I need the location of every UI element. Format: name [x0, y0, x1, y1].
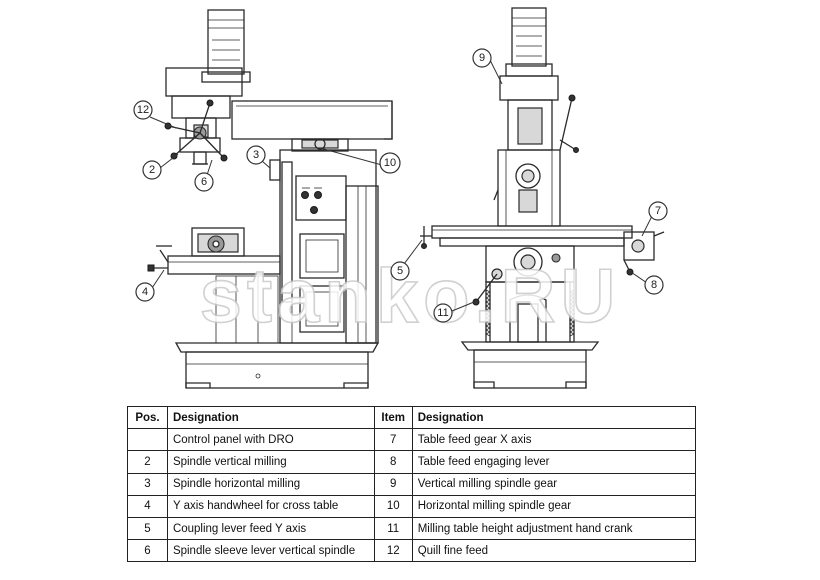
callout-2-label: 2 [149, 164, 155, 176]
pos-cell: 3 [127, 472, 168, 496]
designation-right-cell: Horizontal milling spindle gear [411, 494, 697, 518]
designation-right-header: Designation [411, 405, 697, 430]
item-cell: 8 [373, 450, 413, 474]
designation-right-cell: Table feed gear X axis [411, 428, 697, 452]
callout-7-label: 7 [655, 205, 661, 217]
callout-7: 7 [648, 201, 668, 221]
parts-legend-table: Pos. Designation Item Designation Contro… [127, 405, 697, 563]
designation-left-cell: Spindle horizontal milling [166, 472, 375, 496]
item-cell: 7 [373, 428, 413, 452]
designation-right-cell: Vertical milling spindle gear [411, 472, 697, 496]
callout-11: 11 [433, 303, 453, 323]
callout-4: 4 [135, 282, 155, 302]
item-header: Item [373, 405, 413, 430]
pos-header: Pos. [127, 405, 168, 430]
table-row: 5 Coupling lever feed Y axis 11 Milling … [127, 516, 697, 541]
designation-right-cell: Milling table height adjustment hand cra… [411, 516, 697, 541]
designation-right-cell: Quill fine feed [411, 539, 697, 563]
machine-drawing: stanko.RU 12 2 6 3 10 4 9 7 [133, 7, 668, 389]
callout-5-label: 5 [397, 265, 403, 277]
table-row: 3 Spindle horizontal milling 9 Vertical … [127, 472, 697, 496]
callout-6: 6 [194, 172, 214, 192]
callout-9: 9 [472, 48, 492, 68]
callout-2: 2 [142, 160, 162, 180]
table-row: 2 Spindle vertical milling 8 Table feed … [127, 450, 697, 474]
designation-left-cell: Spindle vertical milling [166, 450, 375, 474]
callout-8: 8 [644, 275, 664, 295]
callout-8-label: 8 [651, 279, 657, 291]
callout-3: 3 [246, 145, 266, 165]
callout-12-label: 12 [137, 104, 149, 116]
designation-left-cell: Y axis handwheel for cross table [166, 494, 375, 518]
designation-left-cell: Spindle sleeve lever vertical spindle [166, 539, 375, 563]
callout-3-label: 3 [253, 149, 259, 161]
callout-6-label: 6 [201, 176, 207, 188]
designation-left-cell: Coupling lever feed Y axis [166, 516, 375, 541]
callout-10-label: 10 [384, 157, 396, 169]
item-cell: 9 [373, 472, 413, 496]
pos-cell: 4 [127, 494, 168, 518]
item-cell: 12 [373, 539, 413, 563]
designation-right-cell: Table feed engaging lever [411, 450, 697, 474]
designation-left-cell: Control panel with DRO [166, 428, 375, 452]
front-view [420, 7, 665, 389]
callout-11-label: 11 [437, 307, 448, 319]
pos-cell: 5 [127, 516, 168, 541]
pos-cell: 6 [127, 539, 168, 563]
pos-cell: 2 [127, 450, 168, 474]
callout-10: 10 [379, 152, 401, 174]
table-row: 6 Spindle sleeve lever vertical spindle … [127, 539, 697, 563]
pos-cell [127, 428, 168, 452]
callout-5: 5 [390, 261, 410, 281]
legend-header-row: Pos. Designation Item Designation [127, 405, 697, 430]
watermark: stanko.RU [200, 254, 621, 339]
callout-12: 12 [133, 100, 153, 120]
item-cell: 10 [373, 494, 413, 518]
table-row: 4 Y axis handwheel for cross table 10 Ho… [127, 494, 697, 518]
item-cell: 11 [373, 516, 413, 541]
designation-left-header: Designation [166, 405, 375, 430]
callout-9-label: 9 [479, 52, 485, 64]
table-row: Control panel with DRO 7 Table feed gear… [127, 428, 697, 452]
callout-4-label: 4 [142, 286, 148, 298]
side-view [147, 9, 393, 389]
